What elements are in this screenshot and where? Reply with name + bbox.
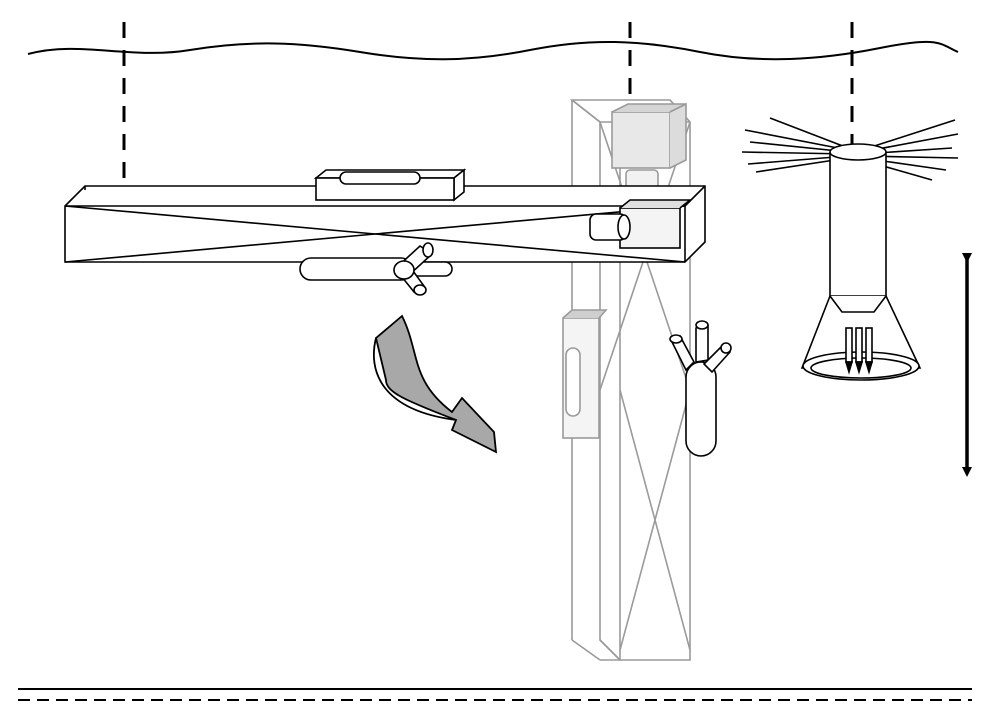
side-cylinder bbox=[669, 320, 732, 457]
beam-joint bbox=[299, 242, 453, 296]
rotation-arrow bbox=[374, 314, 498, 454]
vertical-column bbox=[562, 99, 691, 661]
rotation-arrow-outline bbox=[372, 337, 457, 421]
top-level-box bbox=[313, 168, 467, 202]
horizontal-beam bbox=[64, 185, 706, 263]
emitter-device bbox=[741, 117, 959, 381]
surface-wave-line bbox=[27, 40, 959, 61]
beam-camera bbox=[589, 199, 693, 249]
